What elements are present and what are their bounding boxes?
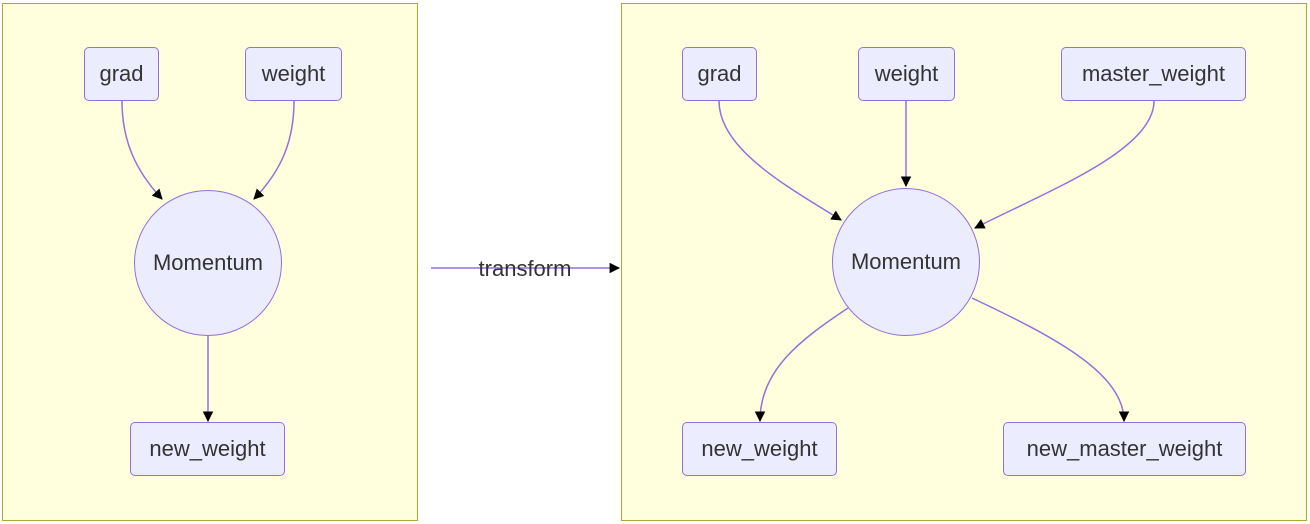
right-master-weight-node: master_weight <box>1061 47 1246 101</box>
right-new-weight-node: new_weight <box>682 422 837 476</box>
transform-label: transform <box>478 256 572 281</box>
left-grad-label: grad <box>99 61 144 86</box>
edge-right-momentum-newweight <box>754 307 849 423</box>
right-new-master-weight-node: new_master_weight <box>1003 422 1246 476</box>
left-new-weight-label: new_weight <box>149 436 266 461</box>
right-momentum-label: Momentum <box>850 249 962 274</box>
left-new-weight-node: new_weight <box>130 422 285 476</box>
right-grad-label: grad <box>697 61 742 86</box>
right-new-master-weight-label: new_master_weight <box>1026 436 1223 461</box>
edge-left-weight-momentum <box>253 100 295 200</box>
right-new-weight-label: new_weight <box>701 436 818 461</box>
right-grad-node: grad <box>682 47 757 101</box>
left-momentum-label: Momentum <box>152 250 264 275</box>
right-weight-label: weight <box>874 61 939 86</box>
edge-left-grad-momentum <box>121 100 163 200</box>
left-weight-label: weight <box>261 61 326 86</box>
right-momentum-node: Momentum <box>832 188 980 336</box>
left-momentum-node: Momentum <box>134 190 282 336</box>
edge-right-master-momentum <box>974 100 1155 229</box>
left-grad-node: grad <box>84 47 159 101</box>
left-weight-node: weight <box>245 47 342 101</box>
edge-right-grad-momentum <box>718 100 842 221</box>
edge-right-momentum-newmaster <box>971 297 1130 423</box>
right-master-weight-label: master_weight <box>1081 61 1226 86</box>
right-weight-node: weight <box>858 47 955 101</box>
